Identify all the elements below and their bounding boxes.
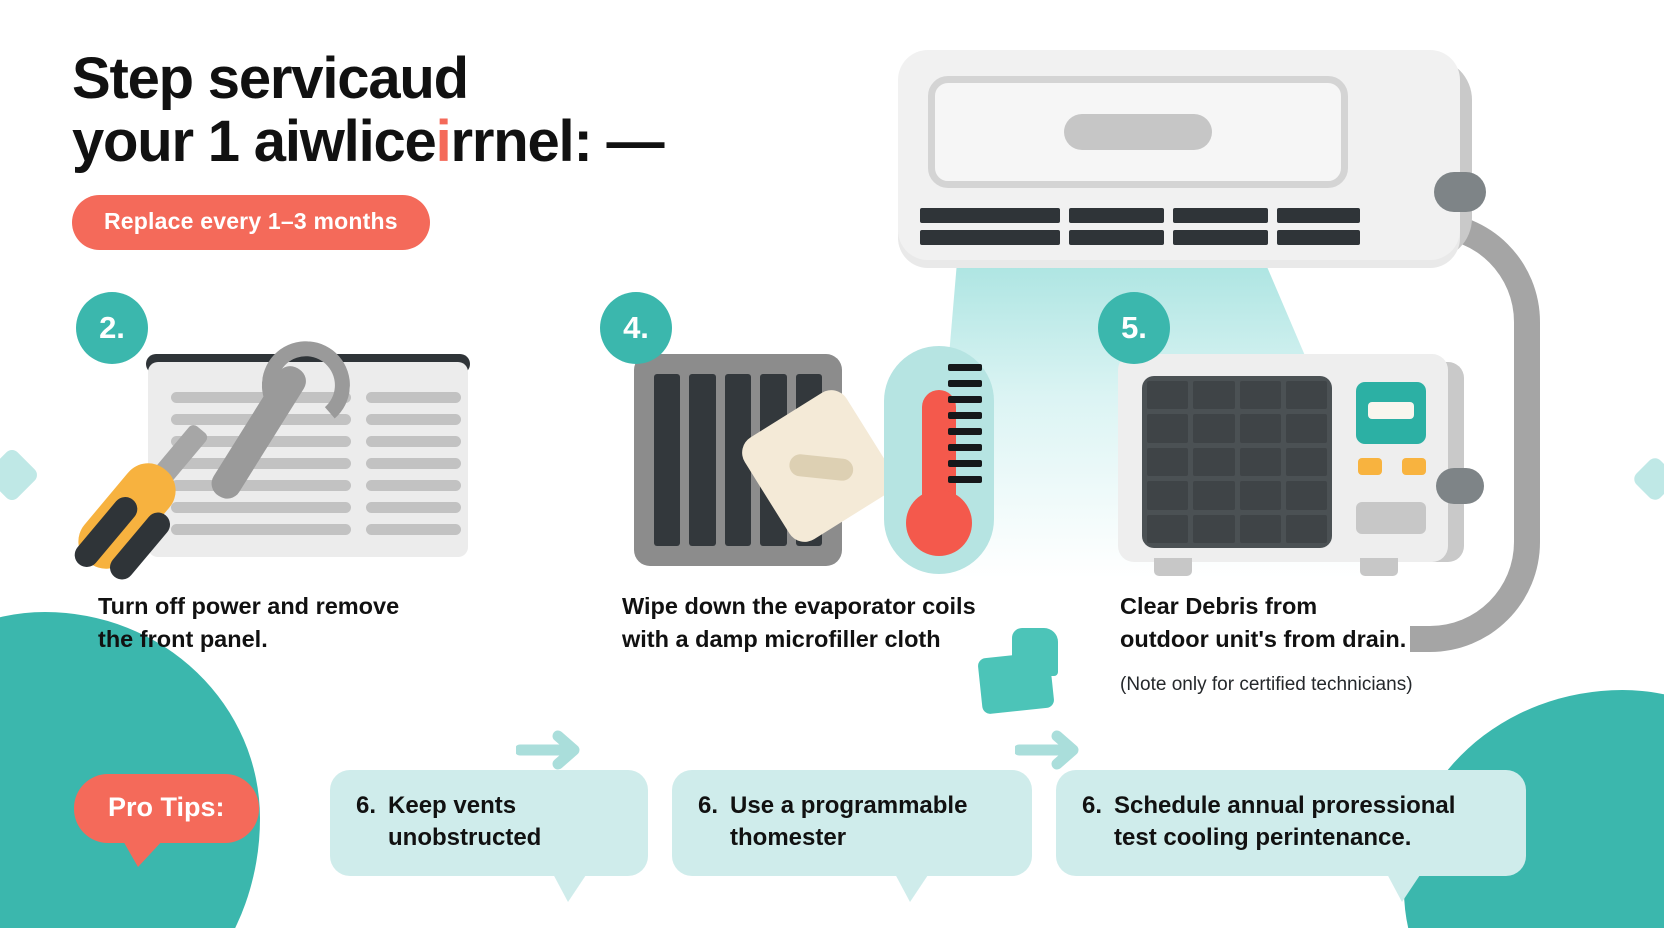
panel-fins-right (366, 392, 461, 535)
thermometer-bulb (906, 490, 972, 556)
pro-tips-badge: Pro Tips: (74, 774, 259, 867)
step-art-front-panel (67, 340, 506, 585)
outdoor-unit-vent (1356, 502, 1426, 534)
decorative-shape-mid-2 (1012, 628, 1058, 676)
status-led-2 (1402, 458, 1426, 475)
page-title: Step servicaud your 1 aiwliceirrnel: — (72, 46, 862, 174)
status-led-1 (1358, 458, 1382, 475)
pro-tip-number-1: 6. (356, 792, 377, 819)
thermometer-ticks (948, 364, 982, 483)
step-caption-3: Clear Debris from outdoor unit's from dr… (1120, 593, 1407, 653)
outdoor-unit-pipe-knob (1436, 468, 1484, 504)
step-art-evaporator (600, 340, 1030, 580)
pro-tip-number-2: 6. (698, 792, 719, 819)
outdoor-unit-foot-2 (1360, 558, 1398, 576)
title-line-2-before: your 1 aiwlice (72, 108, 437, 174)
pro-tip-text-2: Use a programmable thomester (730, 792, 968, 852)
step-caption-note-3: (Note only for certified technicians) (1120, 674, 1413, 695)
pro-tip-card-1: 6. Keep vents unobstructed (330, 770, 648, 903)
pro-tips-row: Pro Tips: 6. Keep vents unobstructed 6. … (0, 770, 1664, 903)
ac-pipe-knob (1434, 172, 1486, 212)
pro-tip-text-1: Keep vents unobstructed (388, 792, 542, 852)
outdoor-unit-foot-1 (1154, 558, 1192, 576)
ac-display-strip (1064, 114, 1212, 150)
ac-body (898, 50, 1460, 268)
pro-tip-number-3: 6. (1082, 792, 1103, 819)
ac-front-face (928, 76, 1348, 188)
replace-interval-badge: Replace every 1–3 months (72, 195, 430, 251)
title-line-1: Step servicaud (72, 46, 469, 111)
control-screen-icon (1356, 382, 1426, 444)
title-line-2-after: rrnel: — (450, 108, 665, 174)
pro-tip-text-3: Schedule annual proressional test coolin… (1114, 792, 1456, 852)
steps-row: 2. Turn off power and remove the fron (0, 292, 1664, 770)
pro-tip-card-3: 6. Schedule annual proressional test coo… (1056, 770, 1526, 903)
cloth-fold (788, 453, 855, 482)
arrow-right-icon-2 (1015, 730, 1083, 770)
step-number-badge-2: 4. (600, 292, 672, 364)
step-art-outdoor-unit (1098, 340, 1528, 580)
arrow-right-icon-1 (516, 730, 584, 770)
step-number-badge-1: 2. (76, 292, 148, 364)
title-accent-letter: i (435, 108, 452, 174)
pro-tip-card-2: 6. Use a programmable thomester (672, 770, 1032, 903)
condenser-coil-grid (1142, 376, 1332, 548)
step-caption-1: Turn off power and remove the front pane… (98, 593, 400, 653)
step-caption-2: Wipe down the evaporator coils with a da… (622, 593, 976, 653)
wall-air-conditioner-icon (898, 50, 1498, 280)
outdoor-unit-icon (1118, 354, 1448, 562)
step-number-badge-3: 5. (1098, 292, 1170, 364)
ac-louvers (920, 208, 1360, 256)
header: Step servicaud your 1 aiwliceirrnel: — R… (72, 46, 862, 251)
